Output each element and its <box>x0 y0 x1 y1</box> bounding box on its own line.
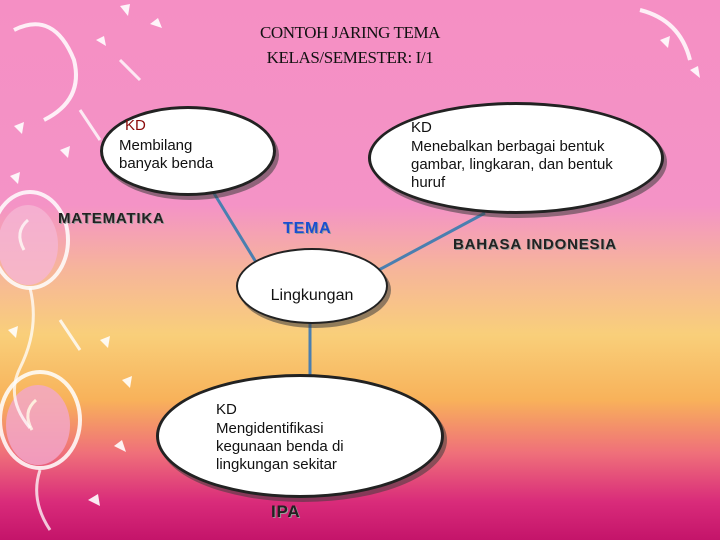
node-text: Mengidentifikasi kegunaan benda di lingk… <box>216 420 344 473</box>
node-text: Membilang banyak benda <box>119 137 214 172</box>
title-line-2: KELAS/SEMESTER: I/1 <box>266 48 434 67</box>
connector-bahasa <box>374 211 486 274</box>
subject-label-matematika: MATEMATIKA <box>58 210 165 227</box>
node-kd-bahasa: KD Menebalkan berbagai bentuk gambar, li… <box>368 102 664 214</box>
node-text: Menebalkan berbagai bentuk gambar, lingk… <box>411 138 613 191</box>
node-kd-matematika: KD Membilang banyak benda <box>100 106 276 196</box>
kd-label: KD <box>125 117 146 134</box>
subject-label-bahasa: BAHASA INDONESIA <box>453 236 617 253</box>
center-node-text: Lingkungan <box>270 287 354 304</box>
tema-label: TEMA <box>283 220 332 237</box>
subject-label-ipa: IPA <box>271 502 301 521</box>
title-line-1: CONTOH JARING TEMA <box>259 23 441 42</box>
connector-matematika <box>210 189 264 273</box>
node-center-lingkungan: Lingkungan <box>236 248 388 324</box>
slide-title: CONTOH JARING TEMA KELAS/SEMESTER: I/1 <box>180 20 520 70</box>
node-kd-ipa: KD Mengidentifikasi kegunaan benda di li… <box>156 374 444 498</box>
kd-label: KD <box>216 401 237 418</box>
kd-label: KD <box>411 119 432 136</box>
